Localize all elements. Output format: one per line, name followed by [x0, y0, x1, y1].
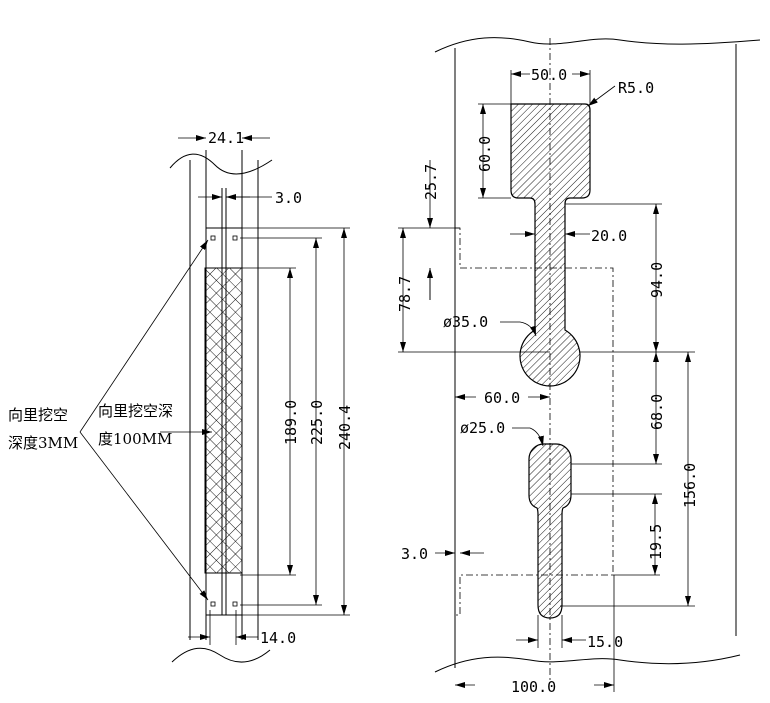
hatched-part-lower [528, 443, 572, 619]
dim-19-5: 19.5 [647, 524, 665, 560]
note-shallow-line2: 深度3MM [8, 434, 78, 452]
dim-60-horizontal: 60.0 [484, 389, 520, 407]
dim-189: 189.0 [282, 400, 300, 445]
dim-dia-35: ø35.0 [443, 313, 488, 331]
dim-94-0: 94.0 [648, 262, 666, 298]
dim-25-7: 25.7 [422, 164, 440, 200]
dim-dia-25: ø25.0 [460, 419, 505, 437]
deep-pocket-hatch [204, 267, 243, 574]
pocket-outline [455, 227, 614, 616]
dim-3-0-left: 3.0 [275, 189, 302, 207]
note-deep-line2: 度100MM [98, 430, 172, 448]
hatched-part [510, 103, 591, 387]
dim-78-7: 78.7 [396, 276, 414, 312]
hole-icon [210, 601, 216, 607]
hole-icon [210, 235, 216, 241]
dim-156-0: 156.0 [681, 463, 699, 508]
hole-icon [232, 235, 238, 241]
right-break-top [434, 37, 761, 53]
dim-225: 225.0 [308, 400, 326, 445]
dim-100-0: 100.0 [511, 678, 556, 696]
dim-60-head: 60.0 [476, 136, 494, 172]
note-deep-line1: 向里挖空深 [98, 402, 173, 420]
dim-3-0-right: 3.0 [401, 545, 428, 563]
dim-14-0: 14.0 [260, 629, 296, 647]
note-shallow-line1: 向里挖空 [8, 406, 68, 424]
dim-50-0: 50.0 [531, 66, 567, 84]
dim-24-1: 24.1 [208, 129, 244, 147]
left-break-bottom [171, 647, 271, 663]
dim-r5: R5.0 [618, 79, 654, 97]
left-view: 24.1 3.0 189.0 225.0 240.4 14.0 [8, 129, 354, 663]
dim-240-4: 240.4 [336, 405, 354, 450]
left-break-top [169, 153, 273, 175]
dim-15-0: 15.0 [587, 633, 623, 651]
right-view: 50.0 R5.0 60.0 25.7 20.0 78.7 94.0 [396, 37, 761, 696]
dim-68-0: 68.0 [648, 394, 666, 430]
right-break-bottom [434, 654, 741, 673]
hole-icon [232, 601, 238, 607]
dim-20-0: 20.0 [591, 227, 627, 245]
